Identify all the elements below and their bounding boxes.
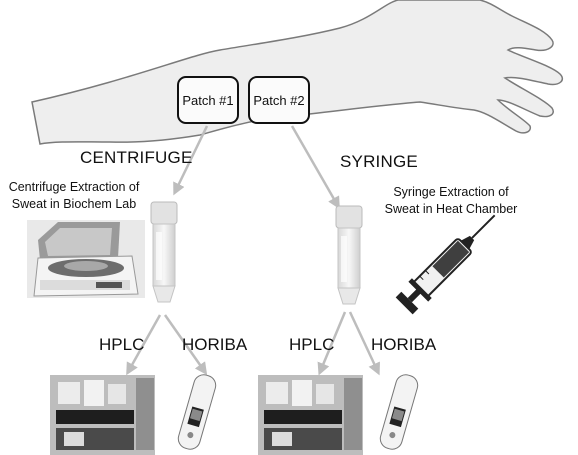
syringe-description: Syringe Extraction of Sweat in Heat Cham… <box>380 184 522 218</box>
hplc-photo-right <box>258 375 363 455</box>
horiba-label-left: HORIBA <box>182 335 248 354</box>
sample-tube-left <box>150 201 178 303</box>
syringe-description-line-1: Syringe Extraction of <box>393 185 509 199</box>
arrow-patch2-to-tube <box>290 125 340 210</box>
hplc-photo-left <box>50 375 155 455</box>
method-centrifuge-label: CENTRIFUGE <box>80 148 193 167</box>
hplc-label-right: HPLC <box>289 335 335 354</box>
arrow-right-horiba <box>348 311 380 376</box>
arrow-patch1-to-tube <box>173 125 209 196</box>
method-syringe-label: SYRINGE <box>340 152 418 171</box>
horiba-label-right: HORIBA <box>371 335 437 354</box>
patch-2-box: Patch #2 <box>248 76 310 124</box>
patch-1-label: Patch #1 <box>182 92 234 108</box>
horiba-meter-right <box>379 374 419 450</box>
arrow-left-hplc <box>126 314 162 376</box>
centrifuge-description-line-2: Sweat in Biochem Lab <box>11 197 137 211</box>
hplc-label-left: HPLC <box>99 335 145 354</box>
centrifuge-photo <box>27 220 145 298</box>
patch-1-box: Patch #1 <box>177 76 239 124</box>
arrow-left-horiba <box>163 314 208 376</box>
sample-tube-right <box>335 205 363 305</box>
centrifuge-description: Centrifuge Extraction of Sweat in Bioche… <box>0 179 148 213</box>
syringe-illustration <box>395 214 496 315</box>
arrow-right-hplc <box>317 311 347 376</box>
horiba-meter-left <box>177 374 217 450</box>
patch-2-label: Patch #2 <box>253 92 305 108</box>
syringe-description-line-2: Sweat in Heat Chamber <box>384 202 518 216</box>
centrifuge-description-line-1: Centrifuge Extraction of <box>8 180 140 194</box>
